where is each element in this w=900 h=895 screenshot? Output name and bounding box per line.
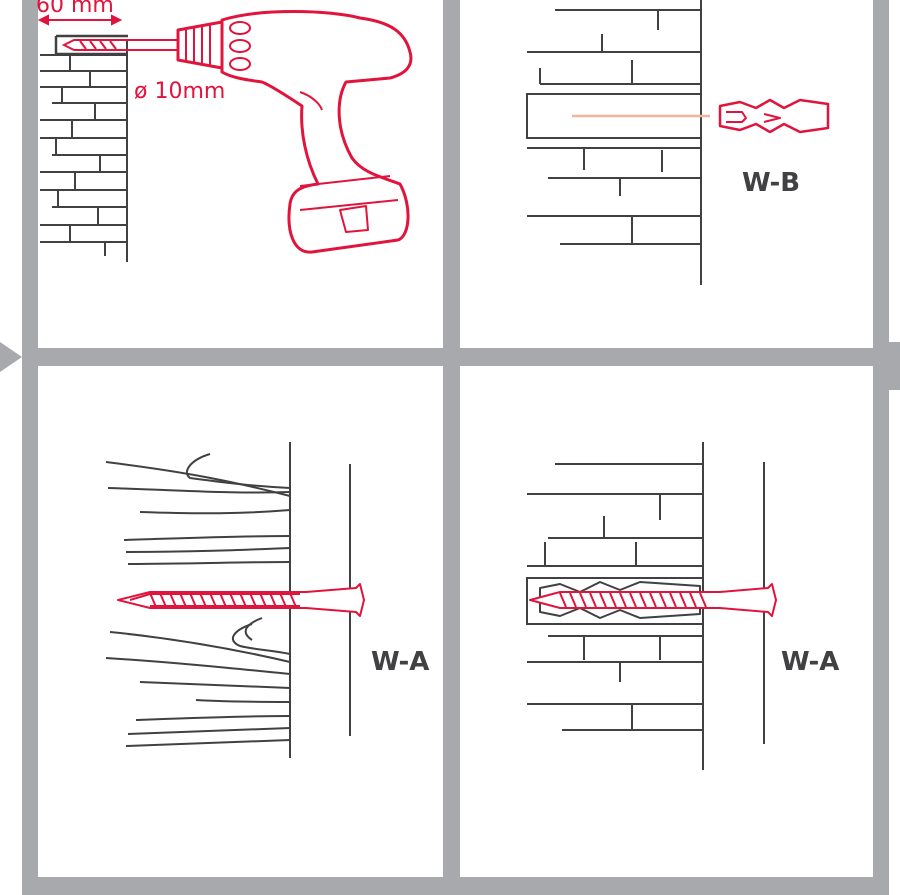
masonry-screw-label: W-A bbox=[781, 647, 839, 677]
left-arrow-tab bbox=[0, 342, 22, 372]
anchor-label: W-B bbox=[742, 168, 800, 198]
depth-label: 60 mm bbox=[36, 0, 114, 18]
diameter-label: ø 10mm bbox=[134, 79, 225, 104]
wall-plug-icon bbox=[720, 100, 828, 132]
panel-drill: 60 mm ø 10mm bbox=[36, 0, 411, 262]
drill-icon bbox=[178, 12, 411, 253]
panel-masonry-screw: W-A bbox=[527, 442, 839, 770]
wood-screw-icon bbox=[118, 584, 364, 616]
panel-wood-screw: W-A bbox=[106, 442, 429, 758]
brick-wall bbox=[527, 0, 701, 285]
drill-bit bbox=[64, 40, 178, 50]
brick-wall bbox=[40, 40, 127, 262]
right-edge-tab bbox=[889, 342, 900, 390]
panel-anchor: W-B bbox=[527, 0, 828, 285]
wood-screw-label: W-A bbox=[371, 647, 429, 677]
